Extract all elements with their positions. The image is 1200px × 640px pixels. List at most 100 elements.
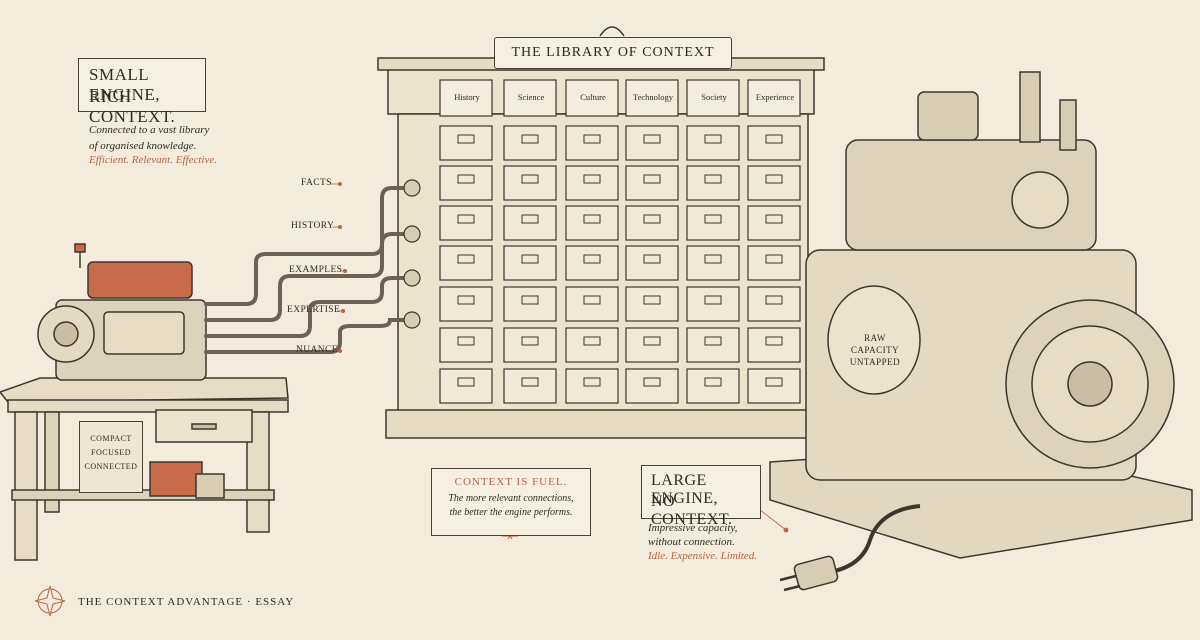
drawer-label-slot [521,295,539,305]
drawer-label-slot [704,134,722,144]
plaque-line2: Focused [91,448,131,457]
drawer-label-slot [521,336,539,346]
drawer-label-slot [457,377,475,387]
large-engine [769,71,1193,559]
category-headers [439,79,801,117]
category-culture: Culture [580,92,606,102]
drawer [565,327,619,363]
drawer-label-slot [583,174,601,184]
category-society: Society [701,92,727,102]
large-engine-desc-line1: Impressive capacity, [648,522,738,534]
drawer [747,327,801,363]
drawer-grid [439,125,801,404]
drawer [747,245,801,281]
badge-line2: Capacity [850,345,900,355]
badge-line1: Raw [864,333,886,343]
drawer-label-slot [521,174,539,184]
drawer-label-slot [643,174,661,184]
drawer-label-slot [643,295,661,305]
connection-pipes [204,186,414,354]
drawer-label-slot [521,214,539,224]
category-history: History [454,92,480,102]
drawer-label-slot [643,377,661,387]
drawer-label-slot [457,336,475,346]
drawer [565,286,619,322]
drawer-label-slot [583,134,601,144]
plaque-line1: Compact [90,434,132,443]
pipe-label-nuance: NUANCE [296,345,338,355]
bench-plaque: Compact Focused Connected [79,421,143,493]
drawer-label-slot [704,295,722,305]
drawer-label-slot [457,174,475,184]
pipe-label-examples: EXAMPLES [289,265,343,275]
large-engine-title-line1: Large Engine, [651,472,719,507]
drawer-label-slot [643,254,661,264]
category-box [565,79,619,117]
pipe-label-expertise: EXPERTISE [287,305,341,315]
large-engine-title-card: Large Engine, No Context. [641,465,761,528]
drawer-label-slot [704,174,722,184]
drawer-label-slot [704,336,722,346]
drawer-label-slot [583,254,601,264]
small-engine-title-card: Small Engine, Rich Context. [78,58,206,126]
drawer-label-slot [583,336,601,346]
category-experience: Experience [755,92,795,102]
drawer-label-slot [457,254,475,264]
drawer-label-slot [765,377,783,387]
context-fuel-card: Context is fuel. The more relevant conne… [431,468,591,536]
drawer-label-slot [521,134,539,144]
category-box [686,79,740,117]
callout-lines [759,509,789,533]
drawer [439,125,493,161]
small-engine-title-line1: Small Engine, [89,65,161,104]
drawer-label-slot [457,214,475,224]
drawer-label-slot [643,134,661,144]
drawer-label-slot [704,254,722,264]
small-engine-title-line2: Rich Context. [89,87,176,126]
category-box [747,79,801,117]
category-box [439,79,493,117]
power-cable [829,504,921,574]
pipe-label-history: HISTORY [291,221,335,231]
large-engine-title-line2: No Context. [651,493,733,528]
category-technology: Technology [632,92,673,102]
large-engine-desc-line2: without connection. [648,536,735,548]
drawer-label-slot [521,254,539,264]
library-sign: The Library of Context [494,37,732,69]
badge-line3: Untapped [849,357,901,367]
drawer-label-slot [643,214,661,224]
category-science: Science [517,92,545,102]
fuel-card-line1: The more relevant connections, [448,493,574,504]
drawer-label-slot [583,214,601,224]
drawer [686,165,740,201]
drawer-label-slot [583,295,601,305]
plug-icon [779,555,839,592]
compass-rose-icon [34,585,66,617]
category-box [625,79,679,117]
small-engine-desc-line1: Connected to a vast library [89,124,210,136]
drawer-label-slot [457,134,475,144]
drawer [625,368,679,404]
drawer-label-slot [643,336,661,346]
drawer-label-slot [765,295,783,305]
small-engine-tagline: Efficient. Relevant. Effective. [89,154,217,166]
category-box [503,79,557,117]
large-engine-badge: Raw Capacity Untapped [843,332,907,368]
drawer-label-slot [765,174,783,184]
drawer-label-slot [521,377,539,387]
drawer-label-slot [704,377,722,387]
footer-caption: The Context Advantage · Essay [78,596,295,608]
drawer-label-slot [704,214,722,224]
pipe-flanges [403,179,421,329]
drawer-label-slot [765,214,783,224]
label-markers [338,182,347,353]
fuel-card-heading: Context is fuel. [454,476,568,488]
pipe-label-facts: FACTS [301,178,332,188]
large-engine-tagline: Idle. Expensive. Limited. [648,550,758,562]
plaque-line3: Connected [84,462,138,471]
small-engine-desc-line2: of organised knowledge. [89,140,197,152]
workbench [0,377,289,561]
drawer-label-slot [583,377,601,387]
drawer-label-slot [457,295,475,305]
